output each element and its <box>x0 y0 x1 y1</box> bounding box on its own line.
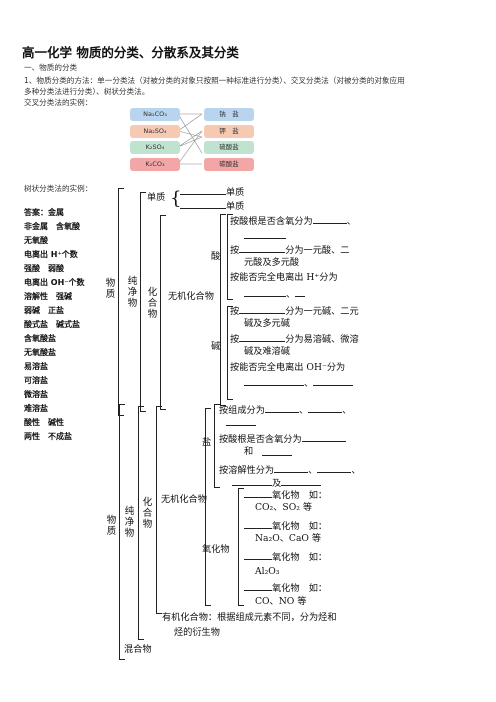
oxide-example-3: Al₂O₃ <box>255 566 280 577</box>
section-heading: 一、物质的分类 <box>24 63 78 72</box>
node-yan: 盐 <box>202 437 212 448</box>
jian-rule-3: 按能否完全电离出 OH⁻分为 <box>230 362 346 373</box>
node-danzhi: 单质 <box>147 192 166 203</box>
answer-line: 无氧酸盐 <box>24 348 56 357</box>
answer-line: 溶解性 强碱 <box>24 292 72 301</box>
jian-rule-1-cont: 碱及多元碱 <box>244 318 290 329</box>
bracket <box>220 214 226 406</box>
node-wuzhi: 物质 <box>106 515 117 537</box>
jian-rule-1: 按分为一元碱、二元 <box>230 306 359 317</box>
cross-right-box: 钠 盐 <box>204 108 254 121</box>
paragraph-line: 多种分类法进行分类）、树状分类法。 <box>24 87 150 96</box>
yan-rule-2-cont: 和 <box>244 446 254 457</box>
oxide-example-2: Na₂O、CaO 等 <box>255 533 322 544</box>
node-wuzhi: 物质 <box>105 278 116 300</box>
answer-line: 酸式盐 碱式盐 <box>24 320 80 329</box>
suan-rule-1: 按酸根是否含氧分为、 <box>230 216 356 227</box>
page-title: 高一化学 物质的分类、分散系及其分类 <box>22 45 239 60</box>
jian-rule-3-blank: 、 <box>244 376 354 390</box>
oxide-type-1: 氧化物 如： <box>244 488 327 502</box>
answer-line: 强酸 弱酸 <box>24 264 64 273</box>
brace-icon: { <box>170 188 182 209</box>
cross-right-box: 硫酸盐 <box>204 141 254 154</box>
answer-line: 含氧酸盐 <box>24 334 56 343</box>
answer-line: 电离出 OH⁻个数 <box>24 278 85 287</box>
answer-line: 酸性 碱性 <box>24 418 64 427</box>
bracket <box>119 404 125 660</box>
answer-line: 无氧酸 <box>24 236 48 245</box>
bracket <box>160 215 166 410</box>
cross-left-box: Na₂SO₄ <box>130 125 180 138</box>
answer-line: 弱碱 正盐 <box>24 306 64 315</box>
yan-rule-2-blank <box>262 446 292 460</box>
oxide-type-4: 氧化物 如： <box>244 581 327 595</box>
bracket <box>156 406 162 614</box>
node-hunhewu: 混合物 <box>124 644 152 655</box>
oxide-type-3: 氧化物 如： <box>244 550 327 564</box>
bracket <box>118 188 124 416</box>
cross-left-box: Na₂CO₃ <box>130 108 180 121</box>
danzhi-line-2: 单质 <box>180 199 244 213</box>
answer-line: 答案：金属 <box>24 208 64 217</box>
bracket <box>205 408 211 606</box>
cross-lines <box>177 113 203 165</box>
node-huahewu: 化合物 <box>147 287 158 320</box>
answer-line: 两性 不成盐 <box>24 432 72 441</box>
yan-rule-3-cont: 及 <box>232 476 322 490</box>
suan-rule-2: 按分为一元酸、二 <box>230 245 350 256</box>
suan-rule-2-cont: 元酸及多元酸 <box>244 257 300 268</box>
answer-line: 易溶盐 <box>24 362 48 371</box>
suan-rule-3: 按能否完全电离出 H⁺分为 <box>230 272 338 283</box>
yan-rule-3: 按溶解性分为、、 <box>219 465 361 476</box>
bracket <box>227 214 233 300</box>
cross-example-label: 交叉分类法的实例： <box>24 98 93 107</box>
node-suan: 酸 <box>211 251 221 262</box>
answer-line: 微溶盐 <box>24 390 48 399</box>
node-huahewu: 化合物 <box>142 497 153 530</box>
node-chunjingwu: 纯净物 <box>124 506 135 539</box>
tree-example-label: 树状分类法的实例： <box>24 184 93 193</box>
danzhi-line-1: 单质 <box>180 185 244 199</box>
cross-right-box: 钾 盐 <box>204 125 254 138</box>
yan-rule-1: 按组成分为、、 <box>219 405 352 416</box>
oxide-type-2: 氧化物 如： <box>244 519 327 533</box>
yan-rule-2: 按酸根是否含氧分为 <box>219 432 346 446</box>
suan-rule-3-blank: 、 <box>244 287 306 301</box>
bracket <box>140 192 146 412</box>
bracket <box>238 488 244 606</box>
node-jian: 碱 <box>211 341 221 352</box>
node-chunjingwu: 纯净物 <box>127 276 138 309</box>
answer-line: 非金属 含氧酸 <box>24 222 80 231</box>
node-yanghuawu: 氧化物 <box>202 544 230 555</box>
answer-line: 可溶盐 <box>24 376 48 385</box>
answer-line: 难溶盐 <box>24 404 48 413</box>
cross-left-box: K₂SO₄ <box>130 141 180 154</box>
node-wujihuahewu: 无机化合物 <box>168 291 214 302</box>
yan-rule-1-blank <box>226 416 256 430</box>
cross-diagram: Na₂CO₃ Na₂SO₄ K₂SO₄ K₂CO₃ 钠 盐 钾 盐 硫酸盐 碳酸… <box>130 106 280 176</box>
answer-line: 电离出 H⁺个数 <box>24 250 78 259</box>
jian-rule-2: 按分为易溶碱、微溶 <box>230 334 359 345</box>
node-wujihuahewu: 无机化合物 <box>161 494 207 505</box>
oxide-example-1: CO₂、SO₂ 等 <box>255 502 313 513</box>
node-youji: 有机化合物：根据组成元素不同，分为烃和 <box>162 612 337 623</box>
jian-rule-2-cont: 碱及难溶碱 <box>244 346 290 357</box>
bracket <box>227 306 233 400</box>
oxide-example-4: CO、NO 等 <box>255 596 307 607</box>
cross-left-box: K₂CO₃ <box>130 158 180 171</box>
node-youji-cont: 烃的衍生物 <box>174 627 220 638</box>
bracket <box>138 406 144 640</box>
bracket <box>214 404 220 488</box>
suan-rule-1-blank <box>244 229 286 243</box>
cross-right-box: 碳酸盐 <box>204 158 254 171</box>
paragraph-line: 1、物质分类的方法：单一分类法（对被分类的对象只按照一种标准进行分类）、交叉分类… <box>24 76 405 85</box>
